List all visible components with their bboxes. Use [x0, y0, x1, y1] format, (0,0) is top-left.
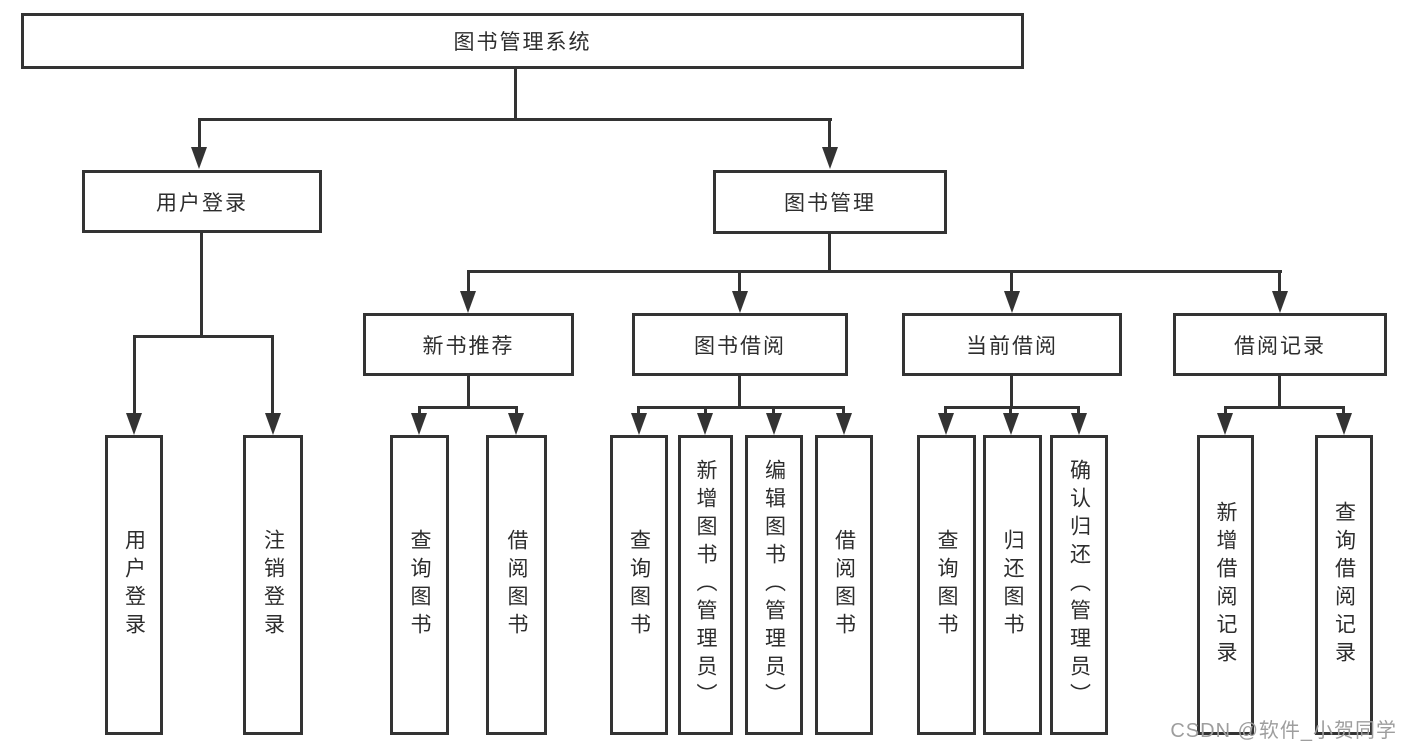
current-borrow-branch-line [944, 406, 1080, 409]
node-nb-query: 查询图书 [390, 435, 449, 735]
node-leaf-user-login: 用户登录 [105, 435, 163, 735]
level2-branch-line [198, 118, 832, 121]
edge-to-bb-borrow-line [842, 406, 845, 416]
node-br-add: 新增借阅记录 [1197, 435, 1254, 735]
edge-to-bb-edit-line [772, 406, 775, 416]
user-login-drop-line [200, 233, 203, 335]
borrow-record-drop-line [1278, 376, 1281, 406]
new-book-rec-branch-line [418, 406, 518, 409]
new-book-rec-drop-line [467, 376, 470, 406]
arrowhead-to-br-add [1217, 413, 1233, 435]
arrowhead-to-cb-return [1003, 413, 1019, 435]
arrowhead-to-leaf-user-login [126, 413, 142, 435]
edge-to-new-book-rec-line [467, 270, 470, 294]
edge-to-nb-query-line [418, 406, 421, 416]
node-current-borrow: 当前借阅 [902, 313, 1122, 376]
node-leaf-logout: 注销登录 [243, 435, 303, 735]
arrowhead-to-book-mgmt [822, 147, 838, 169]
csdn-watermark: CSDN @软件_小贺同学 [1170, 720, 1397, 742]
edge-to-nb-borrow-line [515, 406, 518, 416]
node-nb-borrow: 借阅图书 [486, 435, 547, 735]
edge-to-br-add-line [1224, 406, 1227, 416]
arrowhead-to-nb-query [411, 413, 427, 435]
node-bb-edit: 编辑图书（管理员） [745, 435, 803, 735]
node-user-login: 用户登录 [82, 170, 322, 233]
node-book-mgmt: 图书管理 [713, 170, 947, 234]
edge-to-book-borrow-line [738, 270, 741, 294]
edge-to-cb-query-line [944, 406, 947, 416]
arrowhead-to-nb-borrow [508, 413, 524, 435]
node-root: 图书管理系统 [21, 13, 1024, 69]
node-cb-return: 归还图书 [983, 435, 1042, 735]
arrowhead-to-cb-query [938, 413, 954, 435]
arrowhead-to-book-borrow [732, 291, 748, 313]
arrowhead-to-cb-confirm [1071, 413, 1087, 435]
edge-to-leaf-logout-line [271, 335, 274, 416]
node-book-borrow: 图书借阅 [632, 313, 848, 376]
book-borrow-branch-line [637, 406, 845, 409]
edge-to-current-borrow-line [1010, 270, 1013, 294]
edge-to-leaf-user-login-line [133, 335, 136, 416]
current-borrow-drop-line [1010, 376, 1013, 406]
arrowhead-to-br-query [1336, 413, 1352, 435]
edge-to-borrow-record-line [1278, 270, 1281, 294]
arrowhead-to-new-book-rec [460, 291, 476, 313]
edge-to-cb-return-line [1009, 406, 1012, 416]
user-login-branch-line [133, 335, 274, 338]
edge-to-book-mgmt-line [828, 118, 831, 150]
node-borrow-record: 借阅记录 [1173, 313, 1387, 376]
book-mgmt-drop-line [828, 234, 831, 270]
node-bb-borrow: 借阅图书 [815, 435, 873, 735]
arrowhead-to-bb-edit [766, 413, 782, 435]
arrowhead-to-user-login [191, 147, 207, 169]
node-new-book-rec: 新书推荐 [363, 313, 574, 376]
arrowhead-to-current-borrow [1004, 291, 1020, 313]
arrowhead-to-leaf-logout [265, 413, 281, 435]
node-cb-confirm: 确认归还（管理员） [1050, 435, 1108, 735]
edge-to-cb-confirm-line [1077, 406, 1080, 416]
edge-to-bb-query-line [637, 406, 640, 416]
arrowhead-to-bb-query [631, 413, 647, 435]
arrowhead-to-borrow-record [1272, 291, 1288, 313]
book-borrow-drop-line [738, 376, 741, 406]
edge-to-br-query-line [1342, 406, 1345, 416]
node-bb-query: 查询图书 [610, 435, 668, 735]
root-drop-line [514, 69, 517, 118]
arrowhead-to-bb-borrow [836, 413, 852, 435]
level3-branch-line [467, 270, 1282, 273]
node-br-query: 查询借阅记录 [1315, 435, 1373, 735]
node-cb-query: 查询图书 [917, 435, 976, 735]
node-bb-add: 新增图书（管理员） [678, 435, 733, 735]
arrowhead-to-bb-add [697, 413, 713, 435]
borrow-record-branch-line [1224, 406, 1344, 409]
edge-to-user-login-line [198, 118, 201, 150]
edge-to-bb-add-line [704, 406, 707, 416]
